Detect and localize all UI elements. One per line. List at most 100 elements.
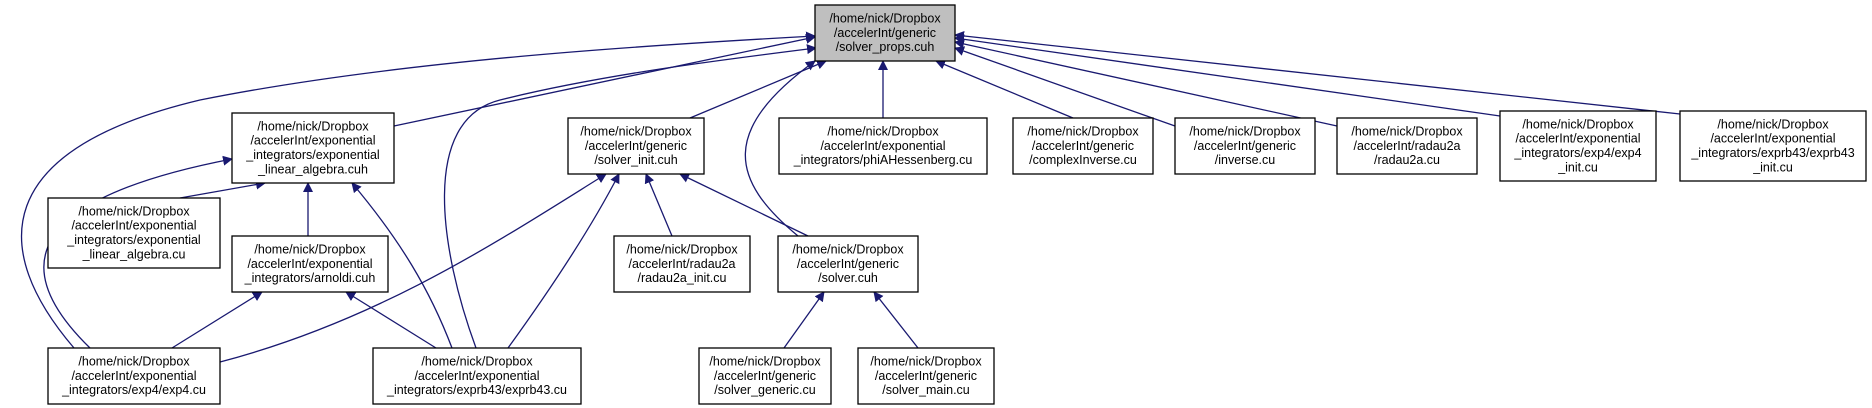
node-label-line: /accelerInt/exponential — [71, 369, 196, 383]
edge-exprb43_cu-to-root — [443, 44, 817, 349]
edge-exp4_cu-to-solver_init_cuh — [219, 173, 607, 363]
node-label-line: /home/nick/Dropbox — [1717, 117, 1829, 131]
edge-inverse-to-root — [954, 46, 1176, 127]
node-label-line: /accelerInt/radau2a — [1353, 139, 1460, 153]
edge-solver_generic-to-solver_cuh — [783, 291, 825, 349]
node-label-line: /accelerInt/generic — [834, 26, 936, 40]
node-box — [1679, 110, 1867, 182]
graph-nodes: /home/nick/Dropbox/accelerInt/generic/so… — [47, 4, 1867, 405]
node-label-line: /accelerInt/generic — [875, 369, 977, 383]
node-box — [47, 347, 221, 405]
node-label-line: /home/nick/Dropbox — [580, 125, 692, 139]
edge-exp4_cu-to-root — [21, 31, 816, 349]
node-label-line: _integrators/exp4/exp4 — [1513, 146, 1641, 160]
node-exprb43-init[interactable]: /home/nick/Dropbox/accelerInt/exponentia… — [1679, 110, 1867, 182]
node-box — [372, 347, 582, 405]
node-label-line: _integrators/exponential — [66, 233, 200, 247]
node-linalg-cuh[interactable]: /home/nick/Dropbox/accelerInt/exponentia… — [231, 112, 395, 184]
node-label-line: /home/nick/Dropbox — [254, 243, 366, 257]
node-label-line: _integrators/phiAHessenberg.cu — [793, 153, 973, 167]
node-label-line: /home/nick/Dropbox — [78, 355, 190, 369]
node-exprb43-cu[interactable]: /home/nick/Dropbox/accelerInt/exponentia… — [372, 347, 582, 405]
node-box — [567, 117, 705, 175]
node-label-line: /home/nick/Dropbox — [257, 119, 369, 133]
node-box — [1499, 110, 1657, 182]
node-radau2a-init[interactable]: /home/nick/Dropbox/accelerInt/radau2a/ra… — [613, 235, 751, 293]
node-complexInverse[interactable]: /home/nick/Dropbox/accelerInt/generic/co… — [1012, 117, 1154, 175]
node-label-line: /home/nick/Dropbox — [827, 125, 939, 139]
node-label-line: /home/nick/Dropbox — [792, 243, 904, 257]
node-box — [231, 235, 389, 293]
node-label-line: /solver_init.cuh — [594, 153, 677, 167]
edge-exp4_cu-to-arnoldi — [171, 291, 263, 349]
edge-linalg_cu-to-linalg_cuh — [179, 179, 266, 199]
edge-exp4_init-to-root — [954, 34, 1501, 117]
node-label-line: /solver.cuh — [818, 271, 878, 285]
node-label-line: /home/nick/Dropbox — [1522, 117, 1634, 131]
node-box — [231, 112, 395, 184]
node-label-line: /accelerInt/generic — [1032, 139, 1134, 153]
node-exp4-cu[interactable]: /home/nick/Dropbox/accelerInt/exponentia… — [47, 347, 221, 405]
node-label-line: /complexInverse.cu — [1029, 153, 1137, 167]
node-label-line: /accelerInt/generic — [1194, 139, 1296, 153]
node-linalg-cu[interactable]: /home/nick/Dropbox/accelerInt/exponentia… — [47, 197, 221, 269]
node-solver-main[interactable]: /home/nick/Dropbox/accelerInt/generic/so… — [857, 347, 995, 405]
graph-edges — [21, 31, 1681, 363]
node-label-line: /accelerInt/exponential — [820, 139, 945, 153]
node-box — [1336, 117, 1478, 175]
node-label-line: /accelerInt/generic — [797, 257, 899, 271]
node-label-line: /radau2a_init.cu — [638, 271, 727, 285]
edge-exprb43_cu-to-solver_init_cuh — [507, 173, 620, 349]
node-label-line: /accelerInt/exponential — [1515, 132, 1640, 146]
node-box — [1174, 117, 1316, 175]
node-label-line: /radau2a.cu — [1374, 153, 1440, 167]
node-box — [1012, 117, 1154, 175]
node-inverse[interactable]: /home/nick/Dropbox/accelerInt/generic/in… — [1174, 117, 1316, 175]
node-label-line: /home/nick/Dropbox — [829, 12, 941, 26]
node-box — [857, 347, 995, 405]
node-box — [698, 347, 832, 405]
edge-complexInverse-to-root — [935, 59, 1074, 119]
node-label-line: /solver_props.cuh — [836, 40, 935, 54]
edge-solver_init_cuh-to-root — [689, 59, 827, 119]
node-label-line: /inverse.cu — [1215, 153, 1275, 167]
node-root: /home/nick/Dropbox/accelerInt/generic/so… — [814, 4, 956, 62]
node-solver-generic[interactable]: /home/nick/Dropbox/accelerInt/generic/so… — [698, 347, 832, 405]
node-label-line: /accelerInt/exponential — [247, 257, 372, 271]
node-solver-cuh[interactable]: /home/nick/Dropbox/accelerInt/generic/so… — [777, 235, 919, 293]
node-box — [47, 197, 221, 269]
edge-solver_cuh-to-root — [744, 60, 816, 237]
node-arnoldi[interactable]: /home/nick/Dropbox/accelerInt/exponentia… — [231, 235, 389, 293]
node-box — [777, 235, 919, 293]
node-label-line: /home/nick/Dropbox — [421, 355, 533, 369]
edge-exprb43_cu-to-linalg_cuh — [351, 182, 453, 349]
node-label-line: /accelerInt/exponential — [1710, 132, 1835, 146]
node-label-line: /accelerInt/radau2a — [628, 257, 735, 271]
edge-exprb43_cu-to-arnoldi — [345, 291, 437, 349]
node-label-line: /accelerInt/exponential — [71, 219, 196, 233]
node-label-line: /solver_generic.cu — [714, 383, 815, 397]
edge-radau2a_cu-to-root — [954, 39, 1338, 127]
node-label-line: /solver_main.cu — [882, 383, 970, 397]
edge-linalg_cuh-to-root — [393, 33, 816, 127]
node-exp4-init[interactable]: /home/nick/Dropbox/accelerInt/exponentia… — [1499, 110, 1657, 182]
node-label-line: _init.cu — [1752, 160, 1793, 174]
node-label-line: /home/nick/Dropbox — [1189, 125, 1301, 139]
node-box — [778, 117, 988, 175]
edge-solver_main-to-solver_cuh — [873, 291, 919, 349]
edge-exprb43_init-to-root — [954, 31, 1681, 115]
node-label-line: _integrators/exponential — [245, 148, 379, 162]
node-solver-init-cuh[interactable]: /home/nick/Dropbox/accelerInt/generic/so… — [567, 117, 705, 175]
node-label-line: /home/nick/Dropbox — [626, 243, 738, 257]
node-label-line: _integrators/arnoldi.cuh — [244, 271, 376, 285]
node-label-line: _integrators/exprb43/exprb43 — [1690, 146, 1854, 160]
node-label-line: _linear_algebra.cu — [82, 247, 186, 261]
node-label-line: /home/nick/Dropbox — [1027, 125, 1139, 139]
node-radau2a-cu[interactable]: /home/nick/Dropbox/accelerInt/radau2a/ra… — [1336, 117, 1478, 175]
node-box — [814, 4, 956, 62]
node-label-line: /accelerInt/exponential — [414, 369, 539, 383]
node-phiA[interactable]: /home/nick/Dropbox/accelerInt/exponentia… — [778, 117, 988, 175]
edge-solver_cuh-to-solver_init_cuh — [679, 173, 809, 237]
node-box — [613, 235, 751, 293]
